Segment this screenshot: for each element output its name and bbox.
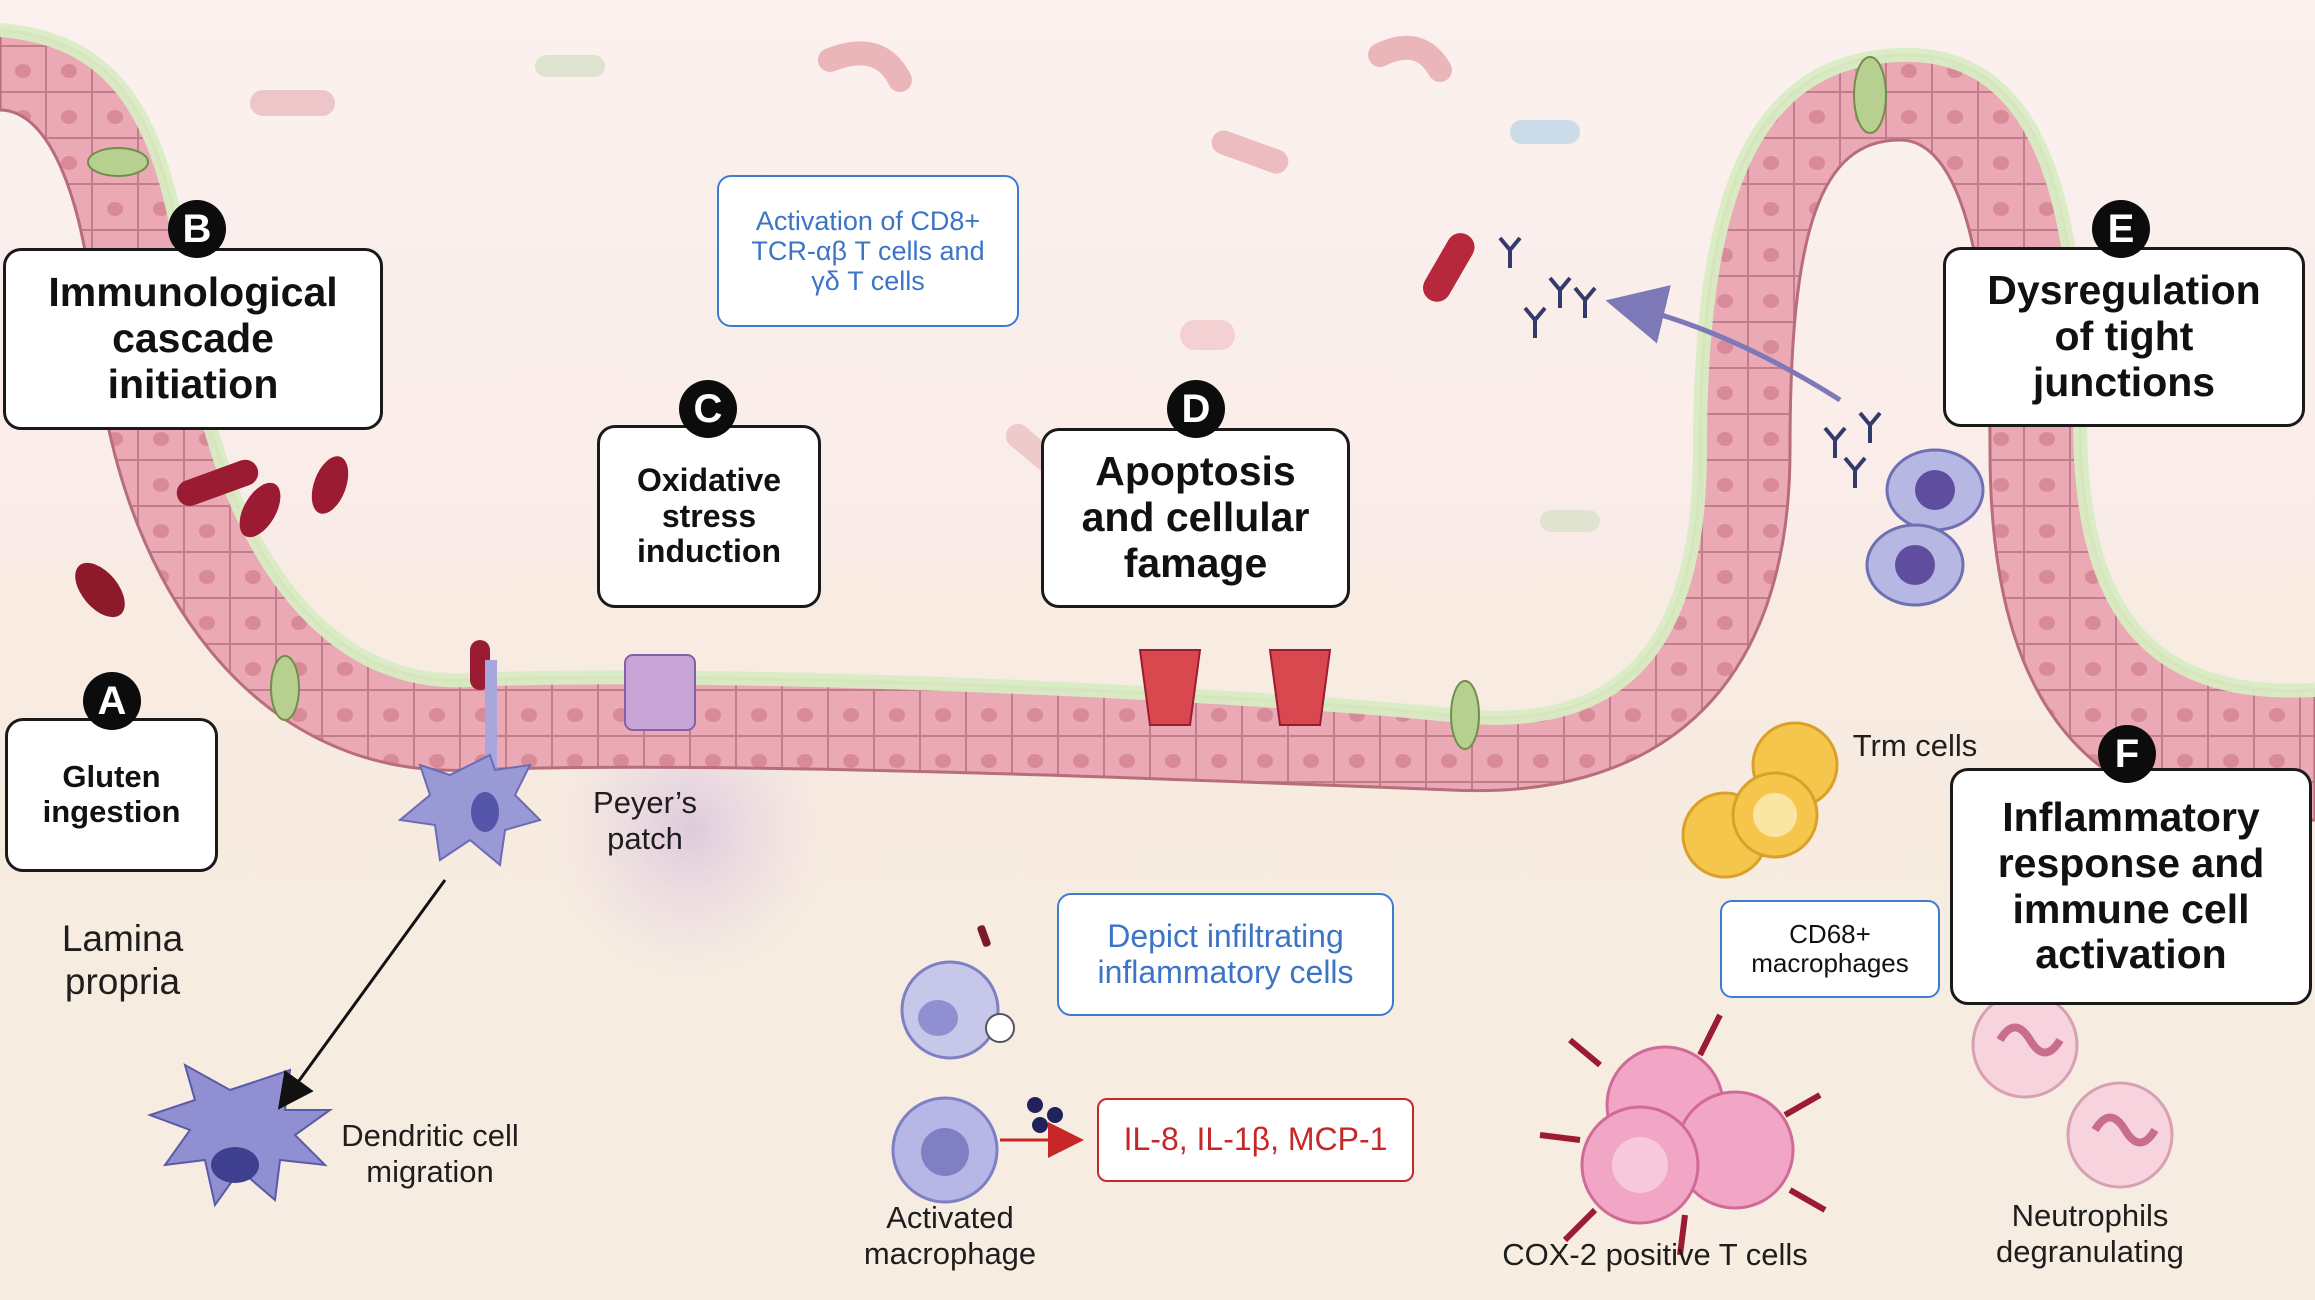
goblet-cells [87,56,1887,750]
step-f-badge: F [2098,725,2156,783]
phagocytic-macrophage [900,925,1015,1060]
step-a-badge: A [83,672,141,730]
cox2-t-cells [1539,1013,1827,1256]
step-e-badge: E [2092,200,2150,258]
step-e-box: Dysregulation of tight junctions [1943,247,2305,427]
step-f-title: Inflammatory response and immune cell ac… [1997,793,2265,978]
t-cell-activation-note: Activation of CD8+ TCR-αβ T cells and γδ… [717,175,1019,327]
lamina-propria-label: Lamina propria [61,918,184,1002]
infiltrating-cells-text: Depict infiltrating inflammatory cells [1097,917,1354,990]
step-d-title: Apoptosis and cellular famage [1081,448,1310,586]
step-b-badge: B [168,200,226,258]
infiltrating-cells-note: Depict infiltrating inflammatory cells [1057,893,1394,1016]
dendritic-cell-epithelial [397,660,542,867]
cytokines-text: IL-8, IL-1β, MCP-1 [1123,1121,1388,1158]
peyers-patch-label: Peyer’s patch [593,785,697,856]
step-a-title: Gluten ingestion [42,759,181,829]
activated-macrophage-label: Activated macrophage [863,1200,1037,1271]
trm-cells-label: Trm cells [1852,728,1978,763]
cox2-t-cells-label: COX-2 positive T cells [1502,1237,1808,1272]
trm-cells [1681,721,1839,879]
t-cell-activation-text: Activation of CD8+ TCR-αβ T cells and γδ… [751,205,985,297]
apoptotic-cells [624,649,1332,731]
neutrophils-label: Neutrophils degranulating [1996,1198,2184,1269]
step-f-box: Inflammatory response and immune cell ac… [1950,768,2312,1005]
cytokines-box: IL-8, IL-1β, MCP-1 [1097,1098,1414,1182]
step-b-box: Immunological cascade initiation [3,248,383,430]
cd68-macrophages-box: CD68+ macrophages [1720,900,1940,998]
step-a-box: Gluten ingestion [5,718,218,872]
step-b-title: Immunological cascade initiation [48,269,338,407]
dendritic-migration-label: Dendritic cell migration [341,1118,519,1189]
step-d-box: Apoptosis and cellular famage [1041,428,1350,608]
neutrophils [1971,991,2174,1189]
step-c-badge: C [679,380,737,438]
dendritic-migration-arrow [277,879,447,1110]
step-e-title: Dysregulation of tight junctions [1987,267,2261,405]
cd68-macrophages-text: CD68+ macrophages [1751,918,1909,978]
antibody-release-arrow [1605,285,1842,403]
lumen-bacteria [75,35,1600,690]
activated-macrophage [891,1096,1063,1204]
step-d-badge: D [1167,380,1225,438]
antibodies [1498,236,1882,488]
step-c-title: Oxidative stress induction [636,461,782,570]
step-c-box: Oxidative stress induction [597,425,821,608]
plasma-cells [1865,448,1985,607]
